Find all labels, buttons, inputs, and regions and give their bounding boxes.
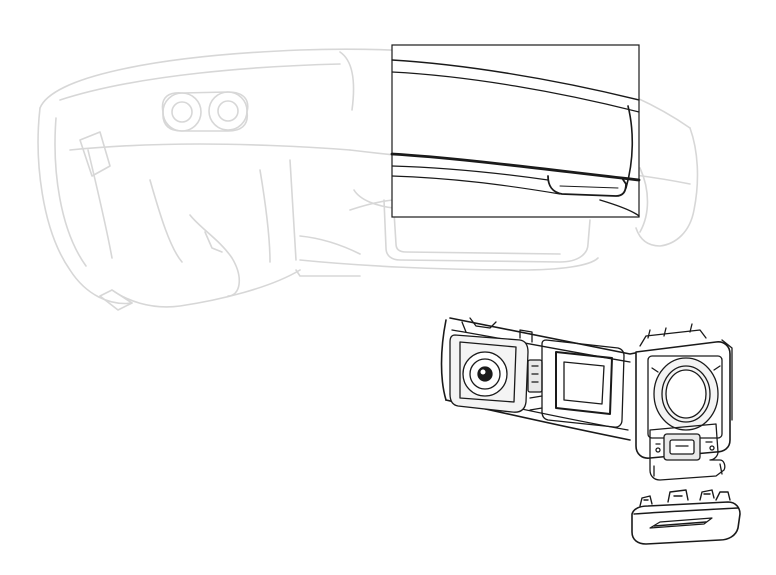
button-cap	[631, 489, 741, 545]
visor-band-internals	[440, 317, 733, 481]
zoom-callout	[390, 44, 641, 218]
